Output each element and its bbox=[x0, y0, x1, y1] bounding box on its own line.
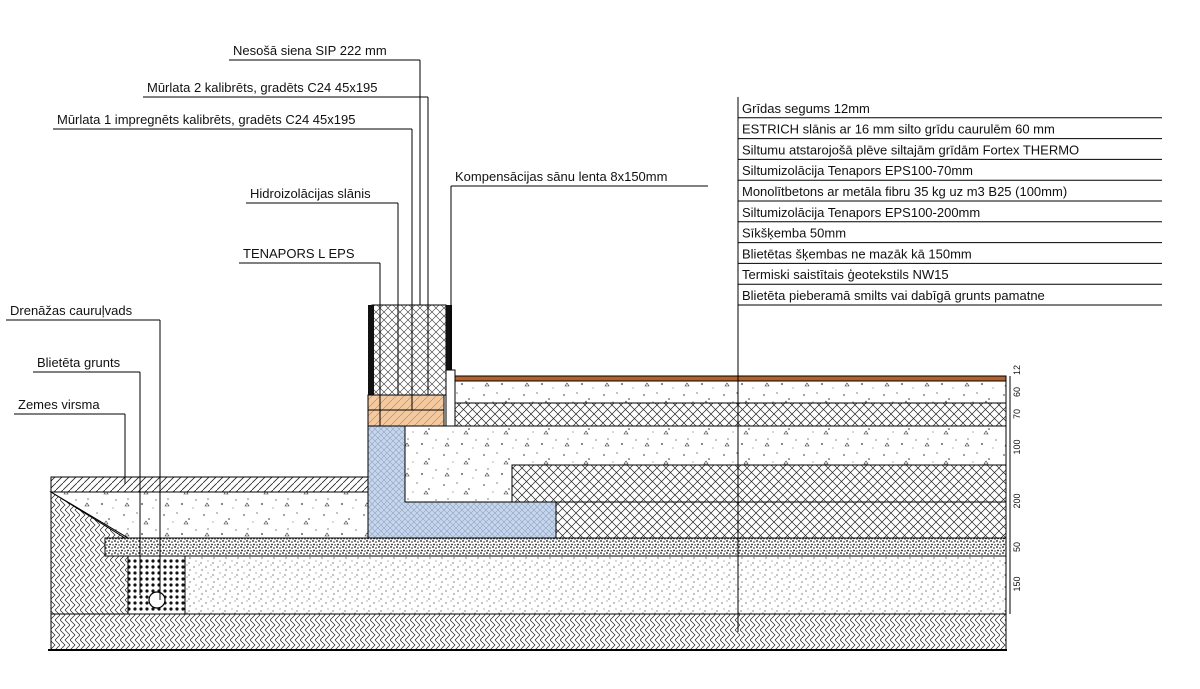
leader-label: Mūrlata 2 kalibrēts, gradēts C24 45x195 bbox=[147, 80, 378, 95]
eps-70-layer bbox=[454, 402, 1007, 427]
gravel-layer bbox=[104, 537, 1007, 557]
sip-wall bbox=[371, 304, 447, 396]
estrich-layer bbox=[454, 380, 1007, 404]
leader-lines bbox=[6, 59, 708, 600]
floor-covering bbox=[454, 375, 1007, 382]
leader-label: Hidroizolācijas slānis bbox=[250, 186, 371, 201]
dimension-label: 12 bbox=[1012, 365, 1022, 375]
leader-label: Nesošā siena SIP 222 mm bbox=[233, 43, 387, 58]
wall-left-board bbox=[368, 305, 374, 395]
sill-plate-1 bbox=[367, 409, 445, 427]
layer-label: Blietēta pieberamā smilts vai dabīgā gru… bbox=[742, 288, 1045, 303]
layer-label: Siltumu atstarojošā plēve siltajām grīdā… bbox=[742, 142, 1079, 157]
crushed-stone-layer bbox=[127, 555, 1007, 615]
ground-surface-strip bbox=[50, 476, 369, 493]
layer-label: Siltumizolācija Tenapors EPS100-200mm bbox=[742, 205, 980, 220]
layer-label: Termiski saistītais ģeotekstils NW15 bbox=[742, 267, 949, 282]
dimension-label: 150 bbox=[1012, 576, 1022, 591]
layer-label: Siltumizolācija Tenapors EPS100-70mm bbox=[742, 163, 973, 178]
dimension-label: 100 bbox=[1012, 439, 1022, 454]
dimension-label: 50 bbox=[1012, 542, 1022, 552]
dimension-label: 60 bbox=[1012, 387, 1022, 397]
layer-label: Grīdas segums 12mm bbox=[742, 101, 870, 116]
drainage-pipe-icon bbox=[148, 591, 166, 609]
dimension-labels: 12 60 70 100 200 50 150 bbox=[1012, 365, 1022, 592]
layer-label: Monolītbetons ar metāla fibru 35 kg uz m… bbox=[742, 184, 1067, 199]
dimension-label: 70 bbox=[1012, 409, 1022, 419]
layer-label: ESTRICH slānis ar 16 mm silto grīdu caur… bbox=[742, 122, 1055, 137]
wall-right-board bbox=[446, 305, 452, 370]
leader-label: TENAPORS L EPS bbox=[243, 246, 355, 261]
compensation-strip bbox=[445, 369, 456, 427]
leader-label: Mūrlata 1 impregnēts kalibrēts, gradēts … bbox=[57, 112, 355, 127]
sill-plate-2 bbox=[367, 394, 445, 411]
leader-label: Zemes virsma bbox=[18, 397, 100, 412]
layer-label: Sīkšķemba 50mm bbox=[742, 226, 846, 241]
eps-200-layer bbox=[555, 501, 1007, 539]
base-soil-layer bbox=[50, 613, 1007, 651]
layer-label: Blietētas šķembas ne mazāk kā 150mm bbox=[742, 246, 972, 261]
eps-step bbox=[511, 464, 1007, 503]
leader-label: Blietēta grunts bbox=[37, 355, 121, 370]
compensation-label: Kompensācijas sānu lenta 8x150mm bbox=[455, 169, 667, 184]
dimension-label: 200 bbox=[1012, 493, 1022, 508]
leader-label: Drenāžas cauruļvads bbox=[10, 303, 133, 318]
